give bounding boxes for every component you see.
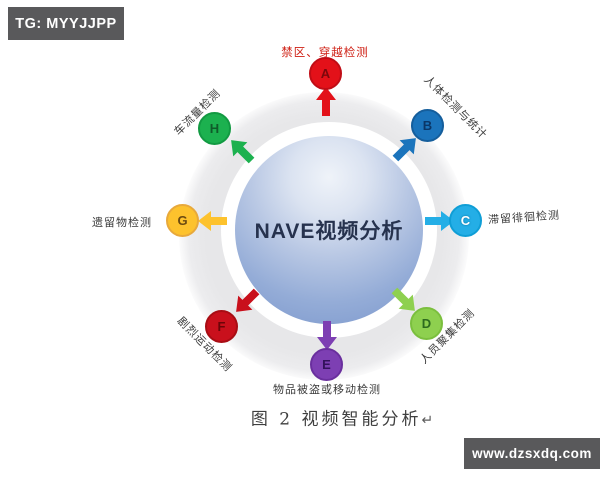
arrow-down-right-icon	[387, 283, 424, 320]
node-g-letter: G	[177, 213, 188, 228]
arrow-left-icon	[197, 210, 227, 232]
node-e-label: 物品被盗或移动检测	[273, 384, 381, 396]
arrow-right-icon	[425, 210, 455, 232]
watermark-top-left: TG: MYYJJPP	[8, 7, 124, 40]
node-a-label: 禁区、穿越检测	[281, 47, 369, 59]
watermark-bottom-right: www.dzsxdq.com	[464, 438, 600, 469]
arrow-up-left-icon	[223, 132, 260, 169]
node-c-label: 滞留徘徊检测	[487, 209, 561, 227]
node-f-circle: F	[205, 310, 238, 343]
node-e-circle: E	[310, 348, 343, 381]
watermark-top-left-text: TG: MYYJJPP	[15, 15, 117, 32]
arrow-up-icon	[315, 86, 337, 116]
node-h-circle: H	[198, 112, 231, 145]
node-e-letter: E	[322, 357, 331, 372]
arrow-down-icon	[316, 321, 338, 351]
arrow-down-left-icon	[228, 284, 265, 321]
node-c-letter: C	[460, 213, 471, 228]
node-h-letter: H	[209, 121, 220, 136]
center-sphere-title: NAVE视频分析	[254, 220, 404, 243]
paragraph-return-mark: ↵	[421, 412, 434, 429]
node-b-circle: B	[411, 109, 444, 142]
node-c-circle: C	[449, 204, 482, 237]
node-f-letter: F	[217, 319, 226, 334]
node-g-label: 遗留物检测	[92, 217, 152, 229]
node-d-letter: D	[421, 316, 432, 331]
figure-caption: 图 2 视频智能分析↵	[251, 405, 433, 430]
node-g-circle: G	[166, 204, 199, 237]
watermark-bottom-right-text: www.dzsxdq.com	[472, 446, 592, 461]
node-a-letter: A	[320, 66, 331, 81]
figure-caption-text: 图 2 视频智能分析	[250, 409, 422, 430]
arrow-up-right-icon	[388, 130, 425, 167]
node-a-circle: A	[309, 57, 342, 90]
node-b-letter: B	[422, 118, 433, 133]
center-sphere: NAVE视频分析	[235, 136, 423, 324]
node-d-circle: D	[410, 307, 443, 340]
